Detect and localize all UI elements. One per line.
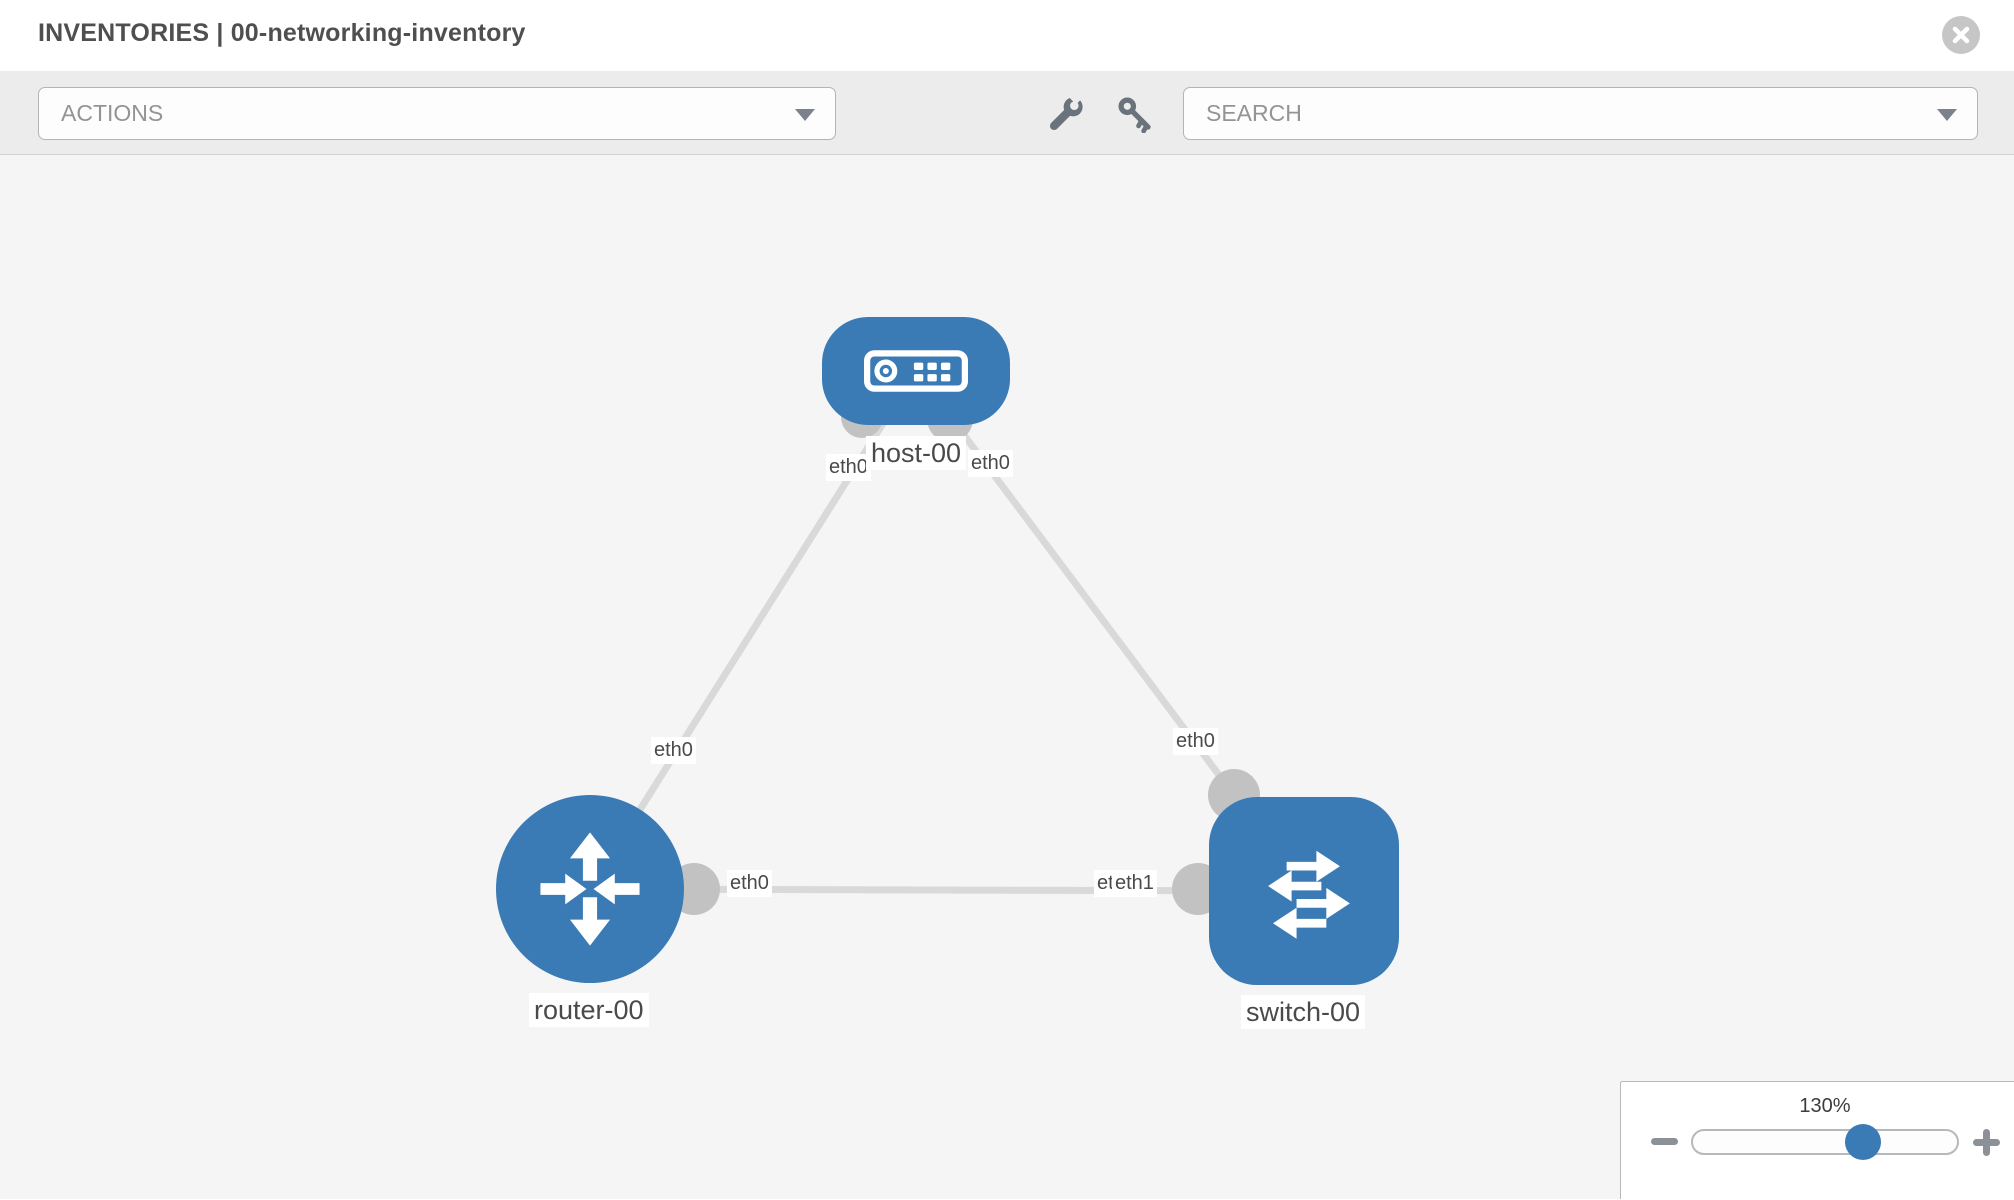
wrench-icon xyxy=(1049,89,1084,131)
node-label-switch: switch-00 xyxy=(1241,995,1366,1029)
search-placeholder: SEARCH xyxy=(1206,100,1302,126)
interface-label: eth0 xyxy=(968,450,1013,477)
zoom-control-panel: 130% xyxy=(1620,1081,2014,1199)
zoom-level-value: 130% xyxy=(1799,1095,1851,1117)
key-icon xyxy=(1118,97,1151,134)
topology-canvas[interactable]: eth0 eth0 eth0 eth0 eth0 eth0 eth1 host-… xyxy=(0,155,2014,1199)
interface-label: eth0 xyxy=(651,737,696,764)
chevron-down-icon xyxy=(795,109,815,121)
page-header: INVENTORIES | 00-networking-inventory xyxy=(0,0,2014,71)
close-icon xyxy=(1952,26,1970,44)
credentials-button[interactable] xyxy=(1115,95,1155,135)
search-dropdown[interactable]: SEARCH xyxy=(1183,87,1978,140)
chevron-down-icon xyxy=(1937,109,1957,121)
node-host-00[interactable] xyxy=(822,317,1010,425)
close-button[interactable] xyxy=(1942,16,1980,54)
node-router-00[interactable] xyxy=(496,795,684,983)
actions-dropdown-label: ACTIONS xyxy=(61,100,164,126)
interface-label: eth0 xyxy=(727,870,772,897)
zoom-out-icon[interactable] xyxy=(1651,1138,1678,1145)
zoom-slider-thumb[interactable] xyxy=(1845,1124,1881,1160)
host-icon xyxy=(864,350,968,392)
interface-label: eth1 xyxy=(1112,870,1157,897)
actions-dropdown[interactable]: ACTIONS xyxy=(38,87,836,140)
page-title: INVENTORIES | 00-networking-inventory xyxy=(38,19,526,47)
zoom-in-icon[interactable] xyxy=(1973,1129,2000,1156)
node-label-host: host-00 xyxy=(866,436,967,470)
node-label-router: router-00 xyxy=(529,993,649,1027)
zoom-slider-track[interactable] xyxy=(1691,1129,1959,1155)
toolbar: ACTIONS SEARCH xyxy=(0,71,2014,155)
node-switch-00[interactable] xyxy=(1209,797,1399,985)
interface-label: eth0 xyxy=(1173,728,1218,755)
configure-button[interactable] xyxy=(1046,89,1086,135)
link-host-switch[interactable] xyxy=(913,368,1237,798)
topology-links-layer xyxy=(587,368,1305,915)
switch-icon xyxy=(1268,850,1350,939)
interface-label: eth0 xyxy=(826,454,871,481)
router-icon xyxy=(540,832,640,946)
